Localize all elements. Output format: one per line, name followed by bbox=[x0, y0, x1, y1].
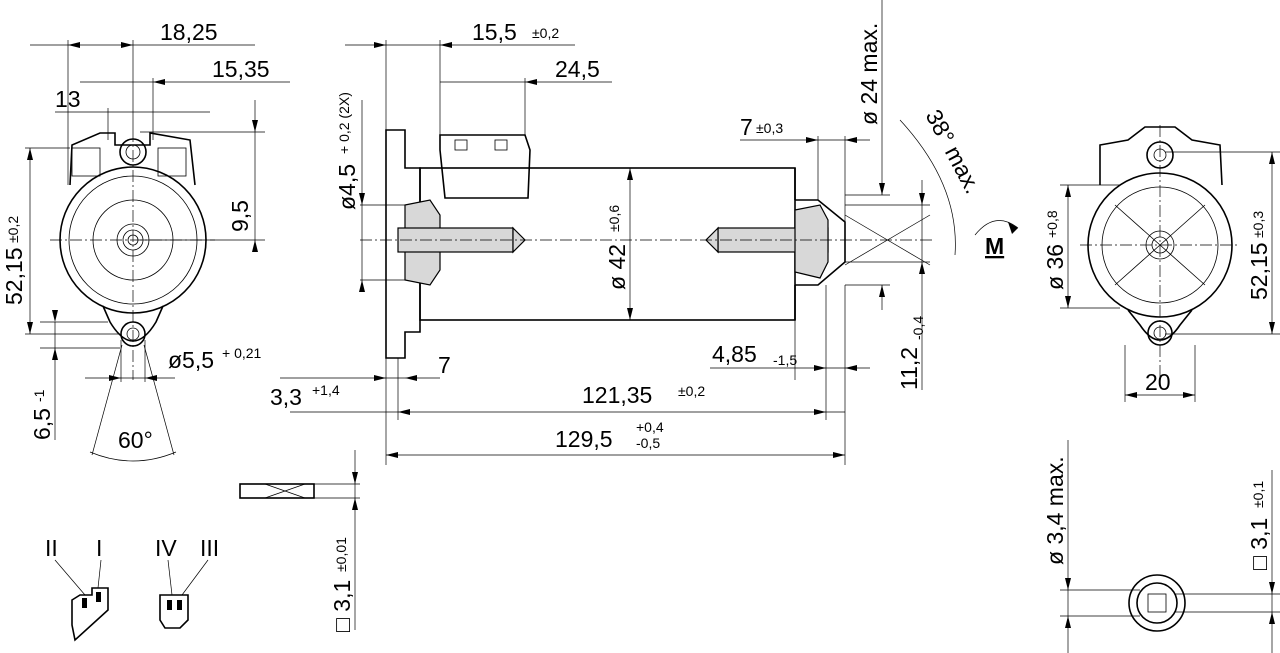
label-3-1-mid: □ 3,1 bbox=[329, 580, 355, 632]
label-6-5: 6,5 bbox=[29, 408, 55, 440]
label-52-15-right: 52,15 bbox=[1246, 242, 1272, 300]
label-15-5-tol: ±0,2 bbox=[532, 25, 559, 41]
pin-IV-label: IV bbox=[155, 535, 177, 561]
pin-III-label: III bbox=[200, 535, 219, 561]
label-18-25: 18,25 bbox=[160, 19, 218, 45]
label-11-2-tol: -0,4 bbox=[910, 316, 926, 340]
label-52-15-left-tol: ±0,2 bbox=[5, 216, 21, 243]
label-3-1-right-tol: ±0,1 bbox=[1250, 481, 1266, 508]
label-motor: M bbox=[985, 233, 1004, 259]
label-121-35: 121,35 bbox=[582, 382, 652, 408]
connector-pins: II I IV III bbox=[45, 535, 219, 642]
label-d3-4-max: ø 3,4 max. bbox=[1042, 456, 1068, 565]
label-4-85-tol: -1,5 bbox=[773, 352, 797, 368]
label-129-5-tol-up: +0,4 bbox=[636, 419, 664, 435]
label-52-15-left: 52,15 bbox=[1, 247, 27, 305]
label-d42: ø 42 bbox=[604, 244, 630, 290]
label-15-35: 15,35 bbox=[212, 56, 270, 82]
label-15-5: 15,5 bbox=[472, 19, 517, 45]
side-view: 15,5 ±0,2 24,5 ø4,5 + 0,2 (2X) ø 42 ±0,6… bbox=[270, 0, 1019, 465]
label-20: 20 bbox=[1145, 369, 1171, 395]
label-d4-5-tol: + 0,2 (2X) bbox=[336, 92, 352, 154]
label-d24-max: ø 24 max. bbox=[856, 23, 882, 125]
label-3-3-tol: +1,4 bbox=[312, 382, 340, 398]
label-d5-5-tol: + 0,21 bbox=[222, 345, 262, 361]
label-24-5: 24,5 bbox=[555, 56, 600, 82]
label-d42-tol: ±0,6 bbox=[606, 205, 622, 232]
label-11-2: 11,2 bbox=[896, 347, 922, 390]
label-7-top-tol: ±0,3 bbox=[756, 120, 783, 136]
label-52-15-right-tol: ±0,3 bbox=[1250, 211, 1266, 238]
label-13: 13 bbox=[55, 86, 81, 112]
right-end-view: ø 36 +0,8 52,15 ±0,3 20 bbox=[1042, 125, 1280, 402]
label-129-5: 129,5 bbox=[555, 426, 613, 452]
label-4-85: 4,85 bbox=[712, 341, 757, 367]
label-60-deg: 60° bbox=[118, 427, 153, 453]
label-3-3: 3,3 bbox=[270, 384, 302, 410]
label-6-5-tol: -1 bbox=[31, 389, 47, 402]
label-3-1-right: □ 3,1 bbox=[1246, 518, 1272, 570]
label-7-top: 7 bbox=[740, 114, 753, 140]
pin-I-label: I bbox=[96, 535, 102, 561]
pin-detail: □ 3,1 ±0,01 bbox=[239, 450, 360, 632]
label-3-1-mid-tol: ±0,01 bbox=[333, 537, 349, 572]
label-d4-5: ø4,5 bbox=[334, 164, 360, 210]
label-121-35-tol: ±0,2 bbox=[678, 383, 705, 399]
left-end-view: 18,25 15,35 13 9,5 52,15 ±0,2 6,5 -1 60°… bbox=[1, 19, 290, 462]
label-38-max: 38° max. bbox=[921, 105, 987, 198]
label-7-low: 7 bbox=[438, 352, 451, 378]
shaft-detail: ø 3,4 max. □ 3,1 ±0,1 bbox=[1042, 440, 1280, 653]
label-129-5-tol-dn: -0,5 bbox=[636, 435, 660, 451]
label-d5-5: ø5,5 bbox=[168, 347, 214, 373]
pin-II-label: II bbox=[45, 535, 58, 561]
label-d36: ø 36 bbox=[1042, 244, 1068, 290]
label-d36-tol: +0,8 bbox=[1044, 210, 1060, 238]
label-9-5: 9,5 bbox=[227, 200, 253, 232]
